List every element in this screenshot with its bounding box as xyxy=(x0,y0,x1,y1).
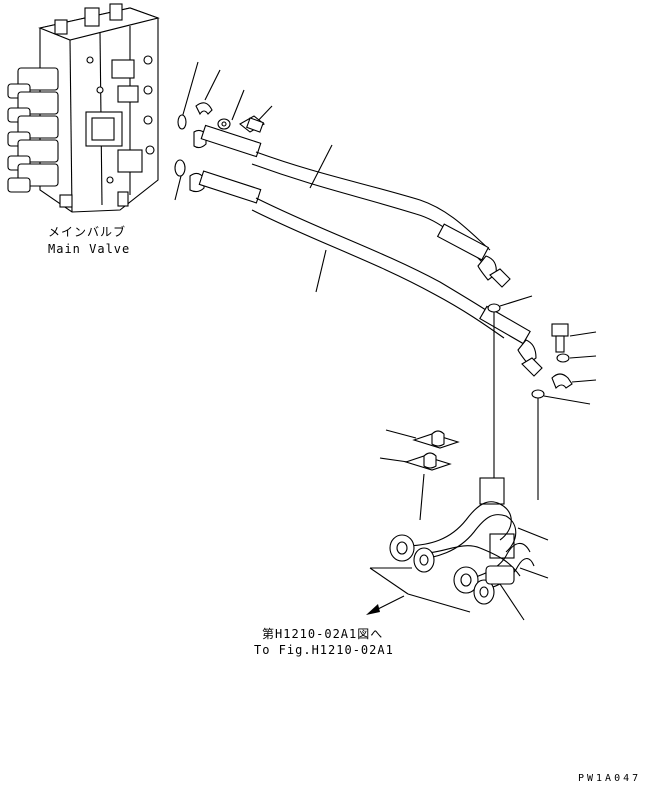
reference-label-en: To Fig.H1210-02A1 xyxy=(254,643,394,657)
clamps xyxy=(379,429,460,521)
main-valve-label-en: Main Valve xyxy=(48,242,131,256)
drawing-code: PW1A047 xyxy=(578,773,642,784)
main-valve xyxy=(7,3,160,213)
arrow-left-down-icon xyxy=(366,595,405,615)
fittings-right xyxy=(487,295,597,500)
main-valve-label-jp: メインバルブ xyxy=(48,225,127,239)
hose-upper xyxy=(193,124,511,288)
reference-label-jp: 第H1210-02A1図へ xyxy=(262,627,384,641)
tube-assembly xyxy=(369,477,549,621)
hose-lower xyxy=(189,170,543,377)
fittings-upper xyxy=(174,102,265,177)
